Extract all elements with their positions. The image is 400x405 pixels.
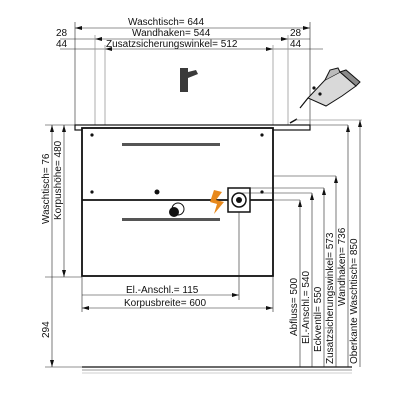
bottom-dimension-lines bbox=[81, 212, 274, 312]
drain-connection-box bbox=[227, 187, 251, 213]
korpushoehe-label: Korpushöhe= 480 bbox=[53, 140, 64, 220]
korpusbreite-label: Korpusbreite= 600 bbox=[124, 298, 206, 309]
height-294-label: 294 bbox=[41, 321, 52, 338]
drill-icon bbox=[289, 67, 361, 124]
right-offset-44-label: 44 bbox=[290, 39, 302, 50]
left-offset-44-label: 44 bbox=[56, 39, 68, 50]
abfluss-label: Abfluss= 500 bbox=[289, 277, 300, 336]
wandhaken-width-label: Wandhaken= 544 bbox=[132, 28, 211, 39]
el-anschl-horizontal-label: El.-Anschl.= 115 bbox=[126, 285, 199, 296]
left-dimension-lines bbox=[45, 124, 82, 368]
el-anschl-vertical-label: El.-Anschl.= 540 bbox=[301, 270, 312, 344]
right-offset-28-label: 28 bbox=[290, 28, 302, 39]
zusatz-height-label: Zusatzsicherungswinkel= 573 bbox=[325, 232, 336, 364]
electric-connection-icon bbox=[210, 190, 224, 214]
right-dimension-lines bbox=[239, 119, 362, 367]
wandhaken-height-label: Wandhaken= 736 bbox=[337, 227, 348, 306]
oberkante-waschtisch-label: Oberkante Waschtisch= 850 bbox=[349, 238, 360, 364]
zusatz-width-label: Zusatzsicherungswinkel= 512 bbox=[106, 39, 238, 50]
waschtisch-height-label: Waschtisch= 76 bbox=[41, 153, 52, 224]
floor-line bbox=[82, 366, 352, 374]
vanity-cabinet bbox=[74, 124, 311, 277]
left-offset-28-label: 28 bbox=[56, 28, 68, 39]
faucet-icon bbox=[180, 68, 198, 92]
top-dimension-lines bbox=[60, 22, 323, 125]
eckventil-label: Eckventil= 550 bbox=[313, 286, 324, 352]
waschtisch-width-label: Waschtisch= 644 bbox=[128, 17, 204, 28]
